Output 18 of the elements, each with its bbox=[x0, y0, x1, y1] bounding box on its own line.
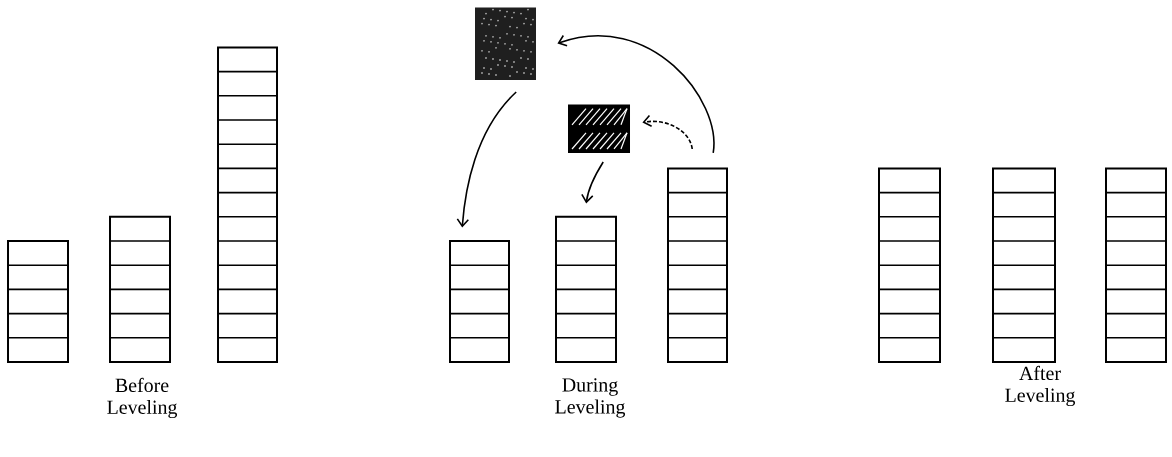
caption: After Leveling bbox=[1005, 365, 1076, 407]
block-stack bbox=[449, 240, 510, 363]
block-stack bbox=[7, 240, 69, 363]
block-stack bbox=[217, 46, 278, 363]
block-stack bbox=[109, 215, 171, 363]
caption: Before Leveling bbox=[107, 377, 178, 419]
block-stack bbox=[555, 215, 617, 363]
block-stack bbox=[667, 167, 728, 363]
moved-blocks bbox=[568, 104, 630, 153]
caption: During Leveling bbox=[555, 378, 626, 418]
curved-arrow bbox=[456, 91, 517, 228]
curved-arrow bbox=[581, 161, 604, 204]
moved-blocks bbox=[475, 7, 536, 80]
curved-arrow bbox=[557, 34, 715, 154]
curved-arrow bbox=[642, 114, 693, 150]
block-stack bbox=[1105, 167, 1167, 363]
block-stack bbox=[878, 167, 941, 363]
block-stack bbox=[992, 167, 1056, 363]
